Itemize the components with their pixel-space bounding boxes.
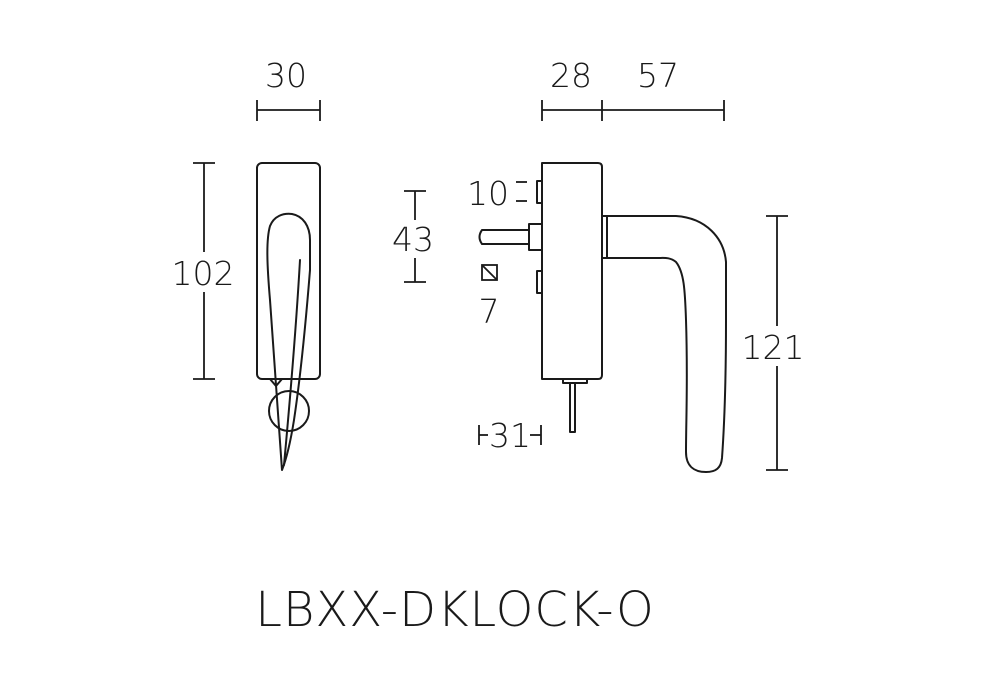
dim-front-width: 30 — [256, 56, 321, 121]
dim-front-height: 102 — [172, 162, 235, 380]
dim-spindle-square-label: 7 — [479, 292, 500, 331]
dim-rose-depth-label: 28 — [550, 56, 592, 95]
dim-lever-height: 121 — [742, 215, 805, 471]
side-screw-boss-bottom — [536, 270, 543, 294]
fixing-details: 43 10 7 31 — [392, 174, 542, 455]
side-rose-body — [541, 162, 603, 380]
model-code: LBXX-DKLOCK-O — [255, 582, 655, 638]
dim-lever-height-label: 121 — [742, 328, 805, 367]
dim-fixing-spacing: 43 — [392, 190, 434, 283]
side-spindle-collar — [528, 223, 543, 251]
side-screw-boss-top — [536, 180, 543, 204]
dim-lever-projection: 57 — [602, 56, 725, 121]
front-rose-notch — [269, 378, 283, 387]
dim-fixing-spacing-label: 43 — [392, 220, 434, 259]
dim-screw-offset: 10 — [467, 174, 527, 213]
front-lock-cylinder — [268, 390, 310, 432]
front-lever-handle — [266, 212, 311, 471]
spindle-square-symbol: 7 — [479, 264, 500, 331]
side-lock-pin — [569, 382, 576, 433]
dim-lever-projection-label: 57 — [637, 56, 679, 95]
dim-front-width-label: 30 — [265, 56, 307, 95]
dim-screw-offset-label: 10 — [467, 174, 509, 213]
dim-spindle-length-label: 31 — [489, 416, 531, 455]
front-rose-plate — [256, 162, 321, 380]
front-lever-inner-line — [283, 259, 301, 466]
side-view: 28 57 121 — [478, 56, 805, 473]
front-view: 30 102 — [172, 56, 321, 471]
dim-front-height-label: 102 — [172, 254, 235, 293]
dim-rose-depth: 28 — [541, 56, 603, 121]
side-spindle — [478, 229, 530, 245]
side-lever-handle — [606, 215, 727, 473]
dim-spindle-length: 31 — [478, 416, 542, 455]
